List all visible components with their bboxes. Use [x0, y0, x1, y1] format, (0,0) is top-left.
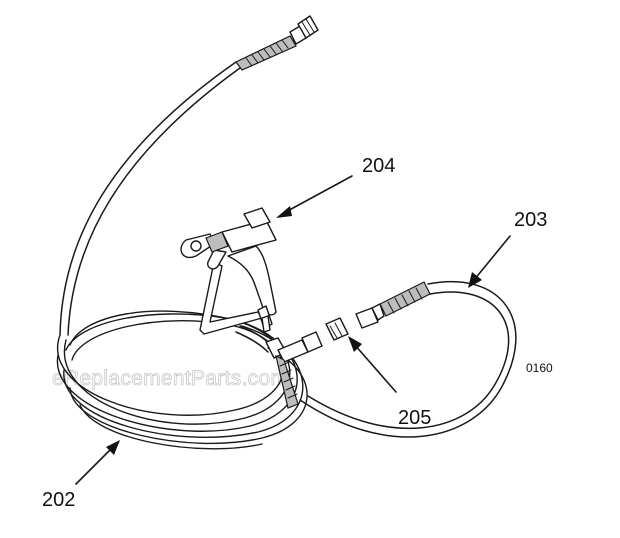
main-hose-top-fitting	[235, 15, 319, 71]
swivel-fitting-parts	[325, 303, 385, 341]
callout-204: 204	[362, 155, 395, 177]
swivel-elbow	[265, 331, 323, 409]
watermark-text: eReplacementParts.com	[52, 367, 288, 390]
callout-202: 202	[42, 489, 75, 511]
spray-gun	[180, 207, 277, 335]
leader-arrows	[75, 175, 511, 485]
main-hose	[56, 61, 308, 450]
callout-205: 205	[398, 407, 431, 429]
arrowhead-icon	[106, 440, 120, 455]
arrowhead-icon	[276, 206, 292, 218]
drawing-code: 0160	[526, 361, 553, 375]
arrowhead-icon	[348, 336, 362, 352]
callout-203: 203	[514, 209, 547, 231]
arrowhead-icon	[468, 272, 482, 288]
whip-hose	[299, 280, 517, 438]
